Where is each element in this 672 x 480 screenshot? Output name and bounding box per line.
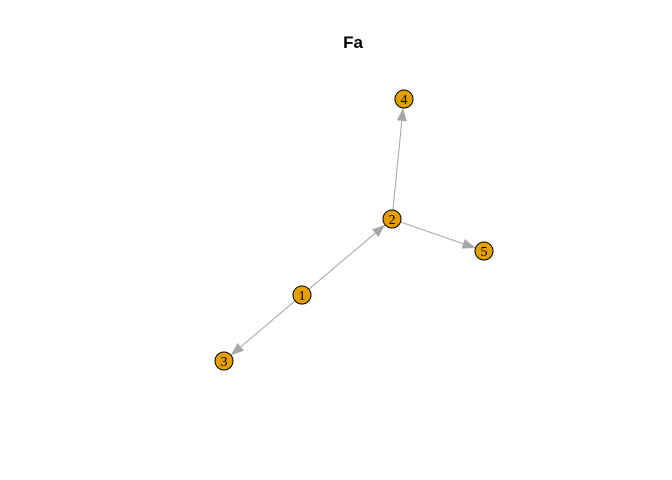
edge-1-to-3 (230, 300, 296, 356)
node-circle (292, 285, 312, 305)
node-label: 2 (389, 213, 396, 228)
edge-2-to-5 (400, 221, 476, 249)
edge-line (400, 221, 464, 245)
node-circle (382, 209, 402, 229)
node-label: 4 (401, 93, 408, 108)
edge-2-to-4 (392, 107, 407, 211)
arrowhead-icon (230, 342, 245, 356)
arrowhead-icon (396, 107, 407, 122)
node-circle (474, 241, 494, 261)
graph-title: Fa (343, 33, 363, 52)
node-1: 1 (292, 285, 312, 305)
node-4: 4 (394, 89, 414, 109)
nodes-layer: 1 2 3 4 5 (214, 89, 494, 371)
node-2: 2 (382, 209, 402, 229)
node-3: 3 (214, 351, 234, 371)
node-label: 3 (221, 355, 228, 370)
node-label: 5 (481, 245, 488, 260)
node-circle (214, 351, 234, 371)
edge-line (308, 232, 376, 290)
node-label: 1 (299, 289, 306, 304)
arrowhead-icon (371, 224, 386, 238)
edge-1-to-2 (308, 224, 386, 290)
edge-line (392, 120, 403, 211)
node-5: 5 (474, 241, 494, 261)
arrowhead-icon (461, 239, 476, 249)
edge-line (240, 300, 296, 348)
node-circle (394, 89, 414, 109)
edges-layer (230, 107, 476, 356)
